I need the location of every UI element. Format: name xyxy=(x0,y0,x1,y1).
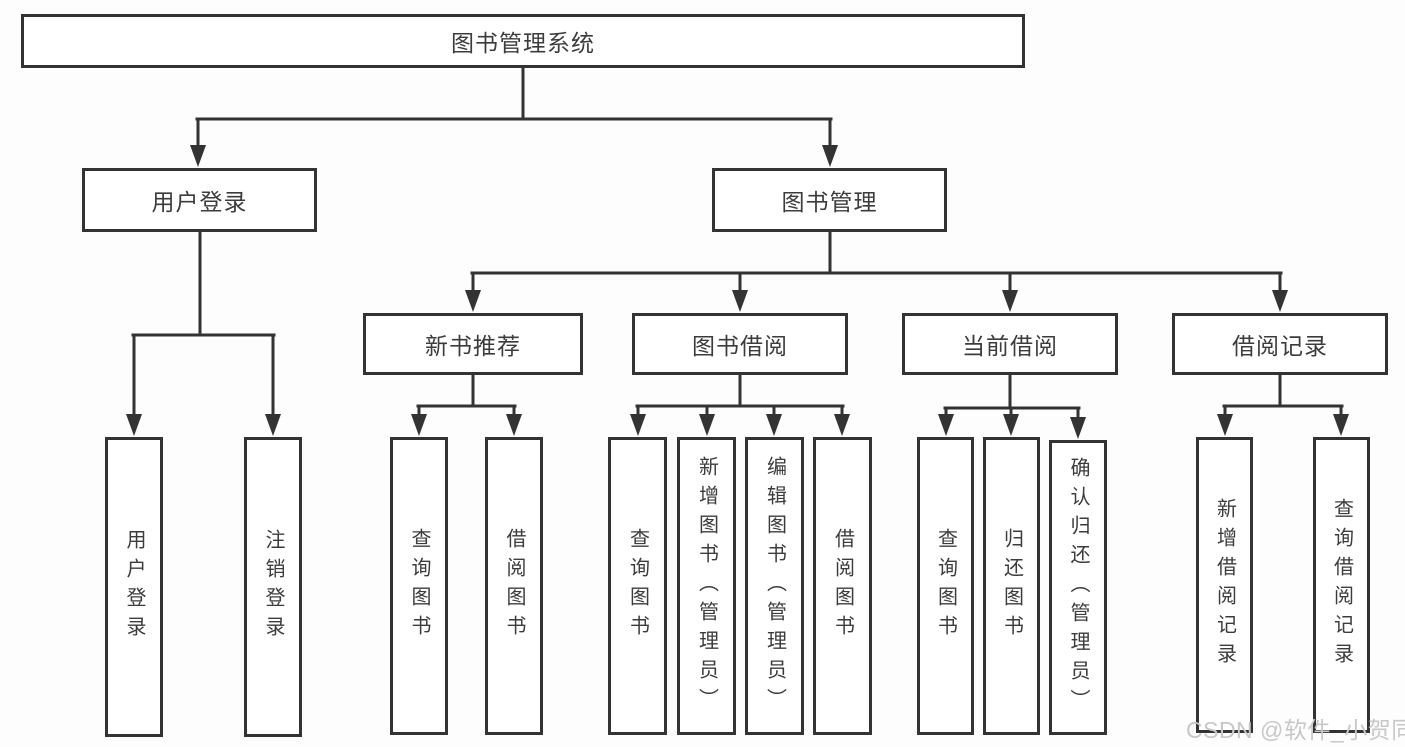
leaf-borrow-books-label: 借阅图书 xyxy=(831,528,854,644)
leaf-edit-books-admin-label: 编辑图书（管理员） xyxy=(763,455,786,717)
leaf-return-books: 归还图书 xyxy=(983,437,1040,735)
leaf-edit-books-admin: 编辑图书（管理员） xyxy=(745,437,804,735)
leaf-query-borrow-record-label: 查询借阅记录 xyxy=(1330,498,1353,672)
leaf-logout-label: 注销登录 xyxy=(262,529,284,645)
leaf-query-books-borrowing: 查询图书 xyxy=(608,437,667,735)
node-borrowing-records: 借阅记录 xyxy=(1172,313,1388,375)
node-current-borrowing: 当前借阅 xyxy=(902,313,1118,375)
leaf-query-books-recommend-label: 查询图书 xyxy=(408,528,430,644)
leaf-add-books-admin-label: 新增图书（管理员） xyxy=(695,455,718,717)
node-library-system: 图书管理系统 xyxy=(21,14,1025,68)
node-library-system-label: 图书管理系统 xyxy=(451,30,595,56)
leaf-user-login: 用户登录 xyxy=(105,437,163,737)
node-new-book-recommend-label: 新书推荐 xyxy=(425,333,521,359)
node-borrowing-records-label: 借阅记录 xyxy=(1232,333,1328,359)
leaf-user-login-label: 用户登录 xyxy=(123,529,145,645)
node-book-borrowing-label: 图书借阅 xyxy=(692,333,788,359)
leaf-query-books-current: 查询图书 xyxy=(917,437,974,735)
leaf-add-books-admin: 新增图书（管理员） xyxy=(677,437,736,735)
node-book-borrowing: 图书借阅 xyxy=(632,313,848,375)
leaf-query-books-current-label: 查询图书 xyxy=(934,528,957,644)
leaf-add-borrow-record-label: 新增借阅记录 xyxy=(1213,498,1236,672)
node-book-management-label: 图书管理 xyxy=(781,189,878,215)
leaf-borrow-books-recommend: 借阅图书 xyxy=(485,437,543,735)
leaf-query-borrow-record: 查询借阅记录 xyxy=(1313,437,1370,733)
leaf-return-books-label: 归还图书 xyxy=(1000,528,1023,644)
leaf-confirm-return-admin: 确认归还（管理员） xyxy=(1049,440,1107,735)
leaf-query-books-recommend: 查询图书 xyxy=(390,437,448,735)
node-new-book-recommend: 新书推荐 xyxy=(363,313,583,375)
leaf-borrow-books-recommend-label: 借阅图书 xyxy=(503,528,525,644)
node-book-management: 图书管理 xyxy=(712,168,947,232)
node-user-login: 用户登录 xyxy=(82,168,317,232)
leaf-confirm-return-admin-label: 确认归还（管理员） xyxy=(1067,457,1089,718)
leaf-query-books-borrowing-label: 查询图书 xyxy=(626,528,649,644)
leaf-add-borrow-record: 新增借阅记录 xyxy=(1196,437,1253,733)
watermark-text: CSDN @软件_小贺同学 xyxy=(1186,717,1405,743)
leaf-borrow-books: 借阅图书 xyxy=(813,437,872,735)
node-current-borrowing-label: 当前借阅 xyxy=(962,333,1058,359)
node-user-login-label: 用户登录 xyxy=(151,189,248,215)
leaf-logout: 注销登录 xyxy=(244,437,302,737)
